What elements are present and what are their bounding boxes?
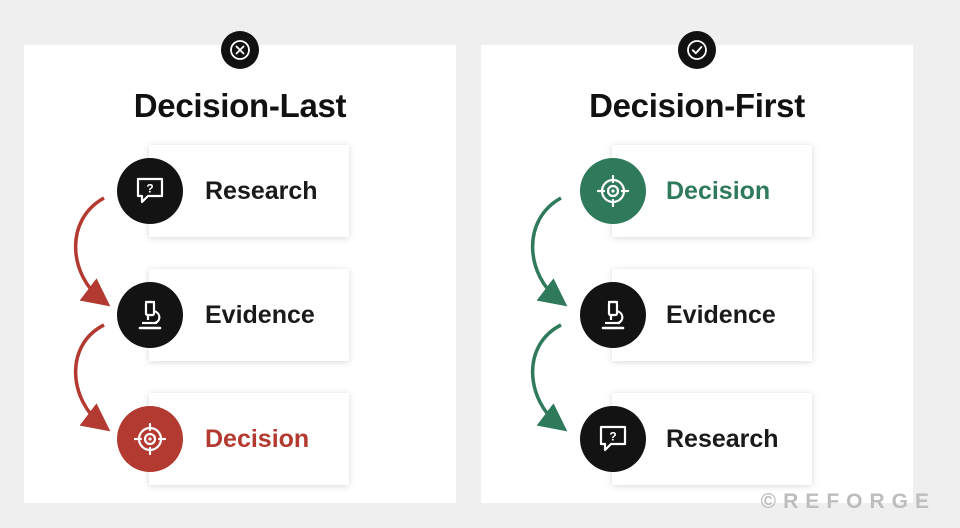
panel-title: Decision-First	[589, 87, 805, 124]
target-icon	[580, 158, 646, 224]
svg-text:?: ?	[609, 430, 616, 444]
reforge-watermark: ©REFORGE	[760, 490, 936, 513]
step-label: Decision	[205, 425, 310, 453]
panel-title: Decision-Last	[133, 87, 347, 124]
check-circle-icon	[678, 31, 716, 69]
step-card-decision: Decision	[149, 393, 349, 485]
arrow-evidence-to-research	[530, 323, 568, 432]
step-label: Evidence	[666, 301, 776, 329]
step-label: Research	[205, 177, 318, 205]
chat-question-icon: ?	[580, 406, 646, 472]
decision-first-panel: Decision-First Decision Evidence	[481, 31, 913, 503]
svg-text:?: ?	[146, 182, 153, 196]
chat-question-icon: ?	[117, 158, 183, 224]
arrow-research-to-evidence	[73, 196, 111, 307]
target-icon	[117, 406, 183, 472]
arrow-evidence-to-decision	[73, 323, 111, 432]
step-label: Research	[666, 425, 779, 453]
microscope-icon	[117, 282, 183, 348]
decision-last-panel: Decision-Last Research ? Evidence	[24, 31, 456, 503]
arrow-decision-to-evidence	[530, 196, 568, 307]
step-label: Evidence	[205, 301, 315, 329]
microscope-icon	[580, 282, 646, 348]
x-circle-icon	[221, 31, 259, 69]
step-label: Decision	[666, 177, 771, 205]
